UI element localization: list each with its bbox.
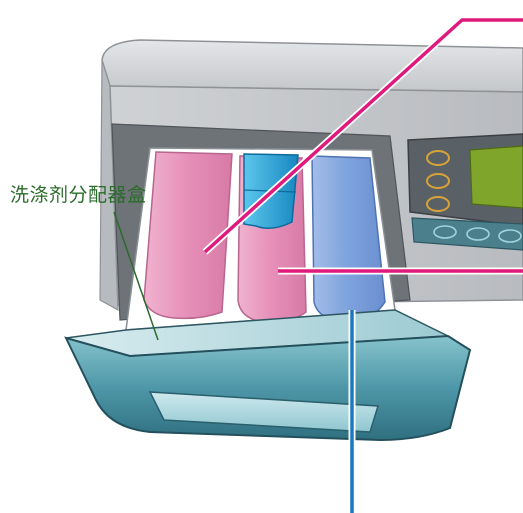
label-leader-line	[113, 211, 159, 341]
dispenser-label: 洗涤剂分配器盒	[10, 184, 147, 206]
